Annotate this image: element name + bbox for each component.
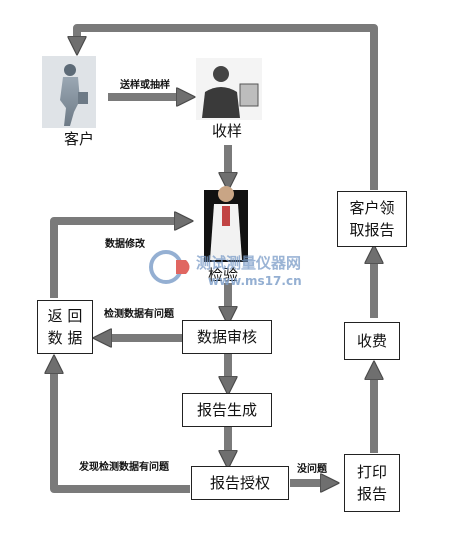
watermark-logo-icon — [149, 250, 190, 284]
inspect-label: 检验 — [208, 266, 239, 284]
no-problem-label: 没问题 — [297, 464, 327, 475]
watermark-name: 测试测量仪器网 — [196, 254, 302, 272]
data-modify-label: 数据修改 — [105, 239, 145, 250]
receiving-figure-icon — [196, 58, 262, 120]
receive-label: 收样 — [212, 122, 243, 140]
report-generation-box: 报告生成 — [182, 393, 272, 427]
arrow-return-to-inspect — [50, 221, 178, 298]
print-report-box: 打印 报告 — [344, 454, 400, 512]
watermark-url: www.ms17.cn — [208, 274, 302, 288]
found-problem-label: 发现检测数据有问题 — [79, 462, 169, 473]
customer-pickup-box: 客户领 取报告 — [337, 191, 407, 247]
arrow-auth-to-return — [54, 370, 190, 493]
data-problem-label: 检测数据有问题 — [104, 309, 174, 320]
customer-figure-icon — [42, 56, 96, 128]
send-sample-label: 送样或抽样 — [120, 80, 170, 91]
arrow-pickup-to-customer — [77, 24, 378, 190]
inspector-figure-icon — [204, 186, 248, 262]
charge-box: 收费 — [344, 322, 400, 360]
return-data-box: 返 回 数 据 — [37, 300, 93, 354]
customer-label: 客户 — [64, 130, 95, 148]
report-authorization-box: 报告授权 — [191, 466, 289, 500]
data-review-box: 数据审核 — [182, 320, 272, 354]
